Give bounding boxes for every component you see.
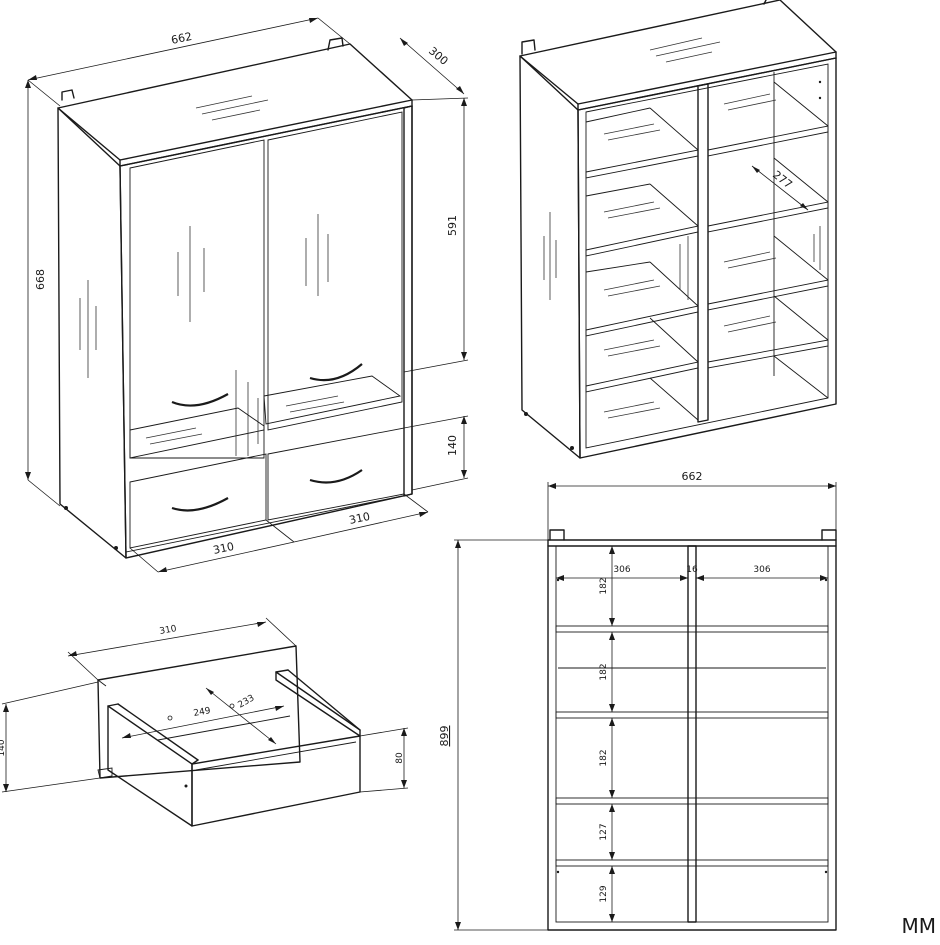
shelf-height-dims: 182 182 182 127 129: [599, 546, 615, 922]
hanging-hook-right: [327, 37, 344, 51]
dim-shelf-height-5: 129: [599, 885, 609, 902]
elevation-divider: [687, 545, 697, 923]
open-cabinet-view: 277: [519, 0, 837, 459]
shelves-right-column: [707, 81, 829, 399]
dim-drawer-front-height: 140: [0, 739, 7, 756]
door-handle-right: [309, 363, 363, 382]
drawer-handle-left: [171, 497, 229, 512]
dim-shelf-height-2: 182: [599, 663, 609, 680]
dim-drawer-height: 140: [446, 435, 459, 456]
drawer-box-side-left: [107, 705, 193, 827]
door-left: [129, 139, 265, 459]
dim-drawer-front-width: 310: [159, 624, 178, 637]
hanging-hook-left: [61, 89, 75, 101]
door-right: [267, 111, 403, 431]
dim-drawer-inner-depth: 233: [237, 693, 257, 710]
dim-elevation-width: 662: [682, 470, 703, 483]
dim-compartment-width-left: 306: [613, 565, 630, 575]
hanging-hook-left-open: [521, 39, 536, 55]
dim-compartment-width-right: 306: [753, 565, 770, 575]
dim-drawer-width-right: 310: [348, 510, 371, 527]
drawer-handle-right: [309, 469, 363, 484]
dim-drawer-inner-width: 249: [193, 706, 212, 719]
dim-shelf-height-1: 182: [599, 577, 609, 594]
drawer-front-left: [129, 453, 267, 549]
dim-divider-thickness: 16: [686, 565, 698, 575]
door-handle-left: [171, 393, 229, 407]
side-panel: [57, 107, 127, 559]
drawer-detail-view: 310 140 249 233 80: [0, 617, 409, 827]
dim-shelf-height-4: 127: [599, 823, 609, 840]
closed-cabinet-view: 662 300 668 591 140 310 310: [25, 17, 469, 573]
hanging-hook-left-elev: [549, 529, 565, 541]
drawer-box-side-right: [275, 671, 361, 737]
dim-door-height: 591: [446, 215, 459, 236]
drawer-front-panel: [97, 645, 301, 779]
top-panel-open: [519, 0, 837, 105]
dim-cabinet-width: 662: [170, 30, 193, 47]
front-elevation-view: 662 306 306 16: [438, 470, 837, 931]
elevation-frame: [547, 539, 837, 931]
dim-shelf-height-3: 182: [599, 749, 609, 766]
center-divider-open: [697, 83, 709, 423]
dim-drawer-width-left: 310: [212, 540, 235, 557]
dim-elevation-height: 899: [438, 726, 451, 747]
dim-drawer-box-height: 80: [395, 752, 405, 764]
front-opening: [577, 57, 837, 459]
shelves-left-column: [585, 107, 699, 421]
unit-label: MM: [901, 914, 936, 938]
drawer-box-front: [191, 735, 361, 827]
dim-cabinet-height: 668: [34, 269, 47, 290]
drawer-front-right: [267, 427, 405, 521]
elevation-shelves: [555, 625, 829, 867]
hanging-hook-right-elev: [821, 529, 837, 541]
